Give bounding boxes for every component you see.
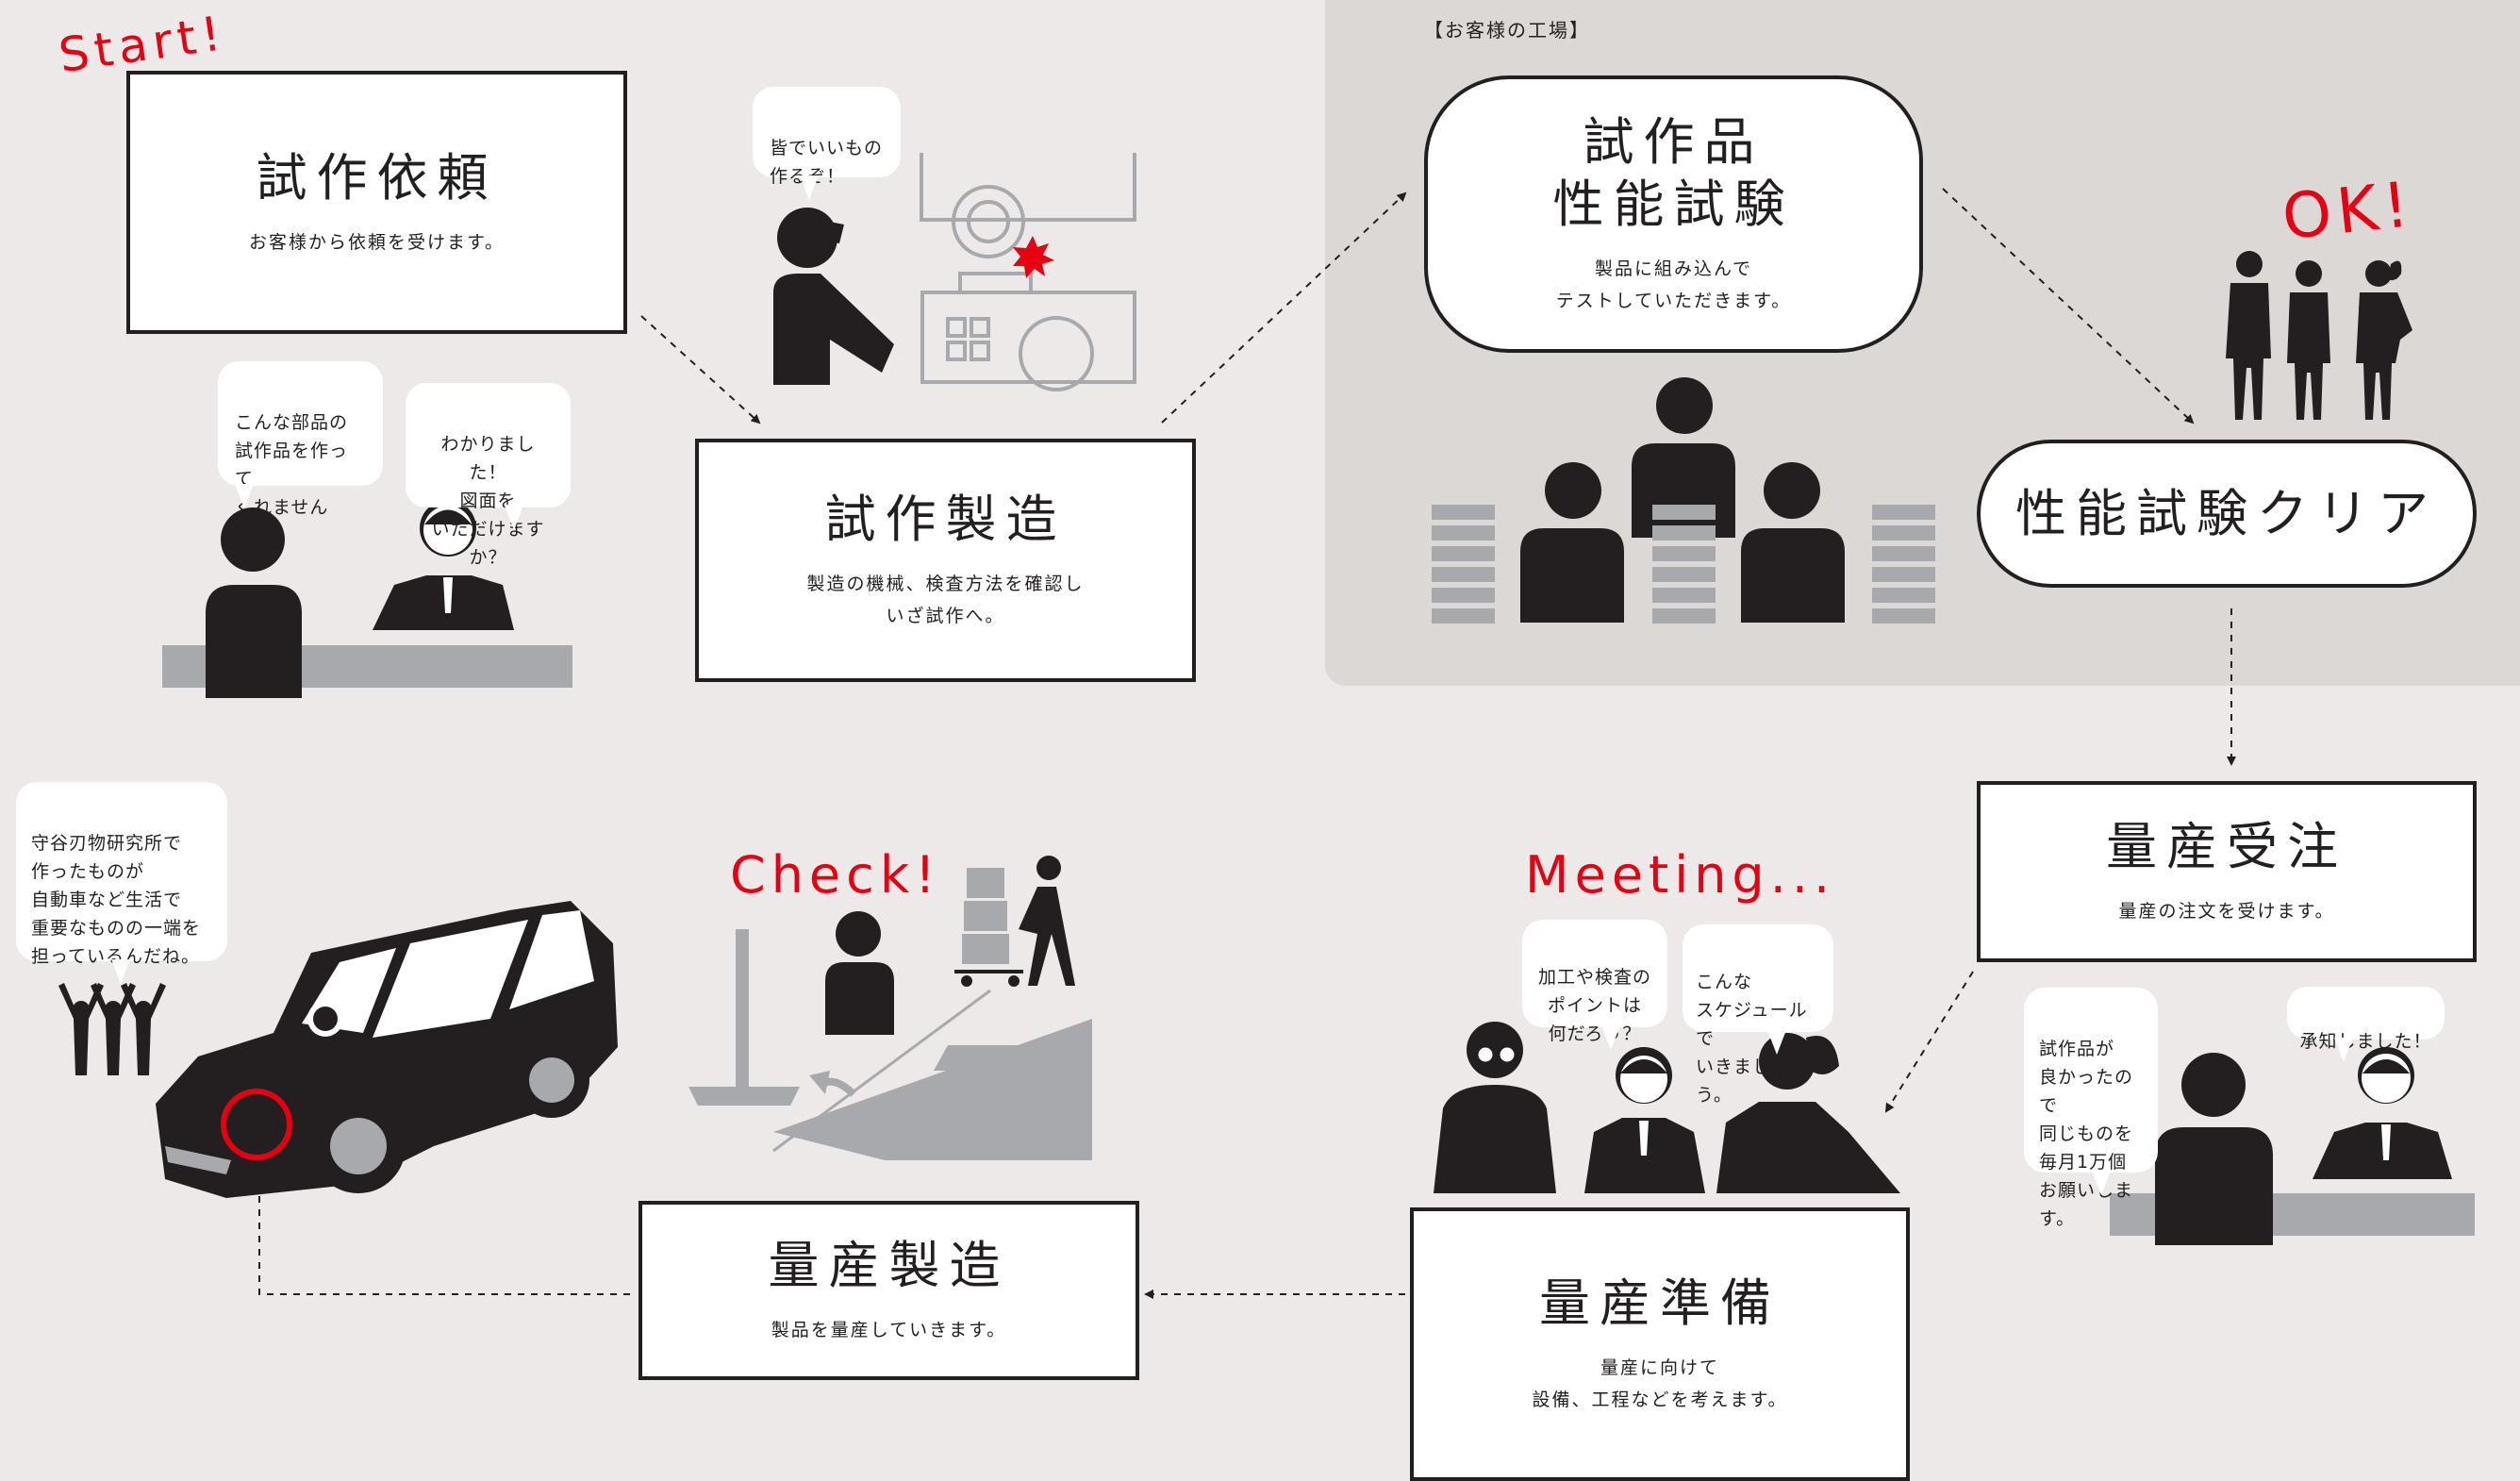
step-prototype-sub: 製造の機械、検査方法を確認し いざ試作へ。 (806, 574, 1085, 626)
prototype-machine-icon (773, 153, 1136, 391)
ok-engineers-icon (2226, 251, 2412, 420)
step-test: 試作品 性能試験 製品に組み込んで テストしていただきます。 (1424, 75, 1923, 353)
cheering-crowd-icon (58, 983, 166, 1075)
speech-bubble-crowd: 守谷刃物研究所で 作ったものが 自動車など生活で 重要なものの一端を 担っている… (16, 782, 227, 984)
step-order: 量産受注 量産の注文を受けます。 (1977, 781, 2477, 962)
speech-bubble-customer-request: こんな部品の 試作品を作って くれませんか？ (218, 361, 383, 546)
customer-factory-label: 【お客様の工場】 (1424, 19, 1590, 42)
speech-bubble-customer-order: 試作品が 良かったので 同じものを 毎月1万個 お願いします。 (2024, 988, 2158, 1229)
speech-bubble-text: 守谷刃物研究所で 作ったものが 自動車など生活で 重要なものの一端を 担っている… (31, 833, 202, 967)
arrow-mass-to-car (255, 1168, 630, 1295)
ok-label: OK! (2279, 167, 2418, 255)
arrow-order-to-prep (1884, 971, 1974, 1113)
speech-bubble-text: 加工や検査の ポイントは 何だろう？ (1537, 967, 1651, 1044)
step-test-sub: 製品に組み込んで テストしていただきます。 (1555, 258, 1792, 311)
step-prep-sub: 量産に向けて 設備、工程などを考えます。 (1532, 1357, 1788, 1410)
step-request: 試作依頼 お客様から依頼を受けます。 (126, 71, 627, 334)
arrow-prototype-to-test (1161, 191, 1407, 424)
step-clear-title: 性能試験クリア (2015, 483, 2438, 543)
speech-bubble-staff-reply: わかりました！ 図面を いただけますか？ (406, 383, 571, 568)
step-prototype: 試作製造 製造の機械、検査方法を確認し いざ試作へ。 (695, 439, 1196, 682)
step-mass-sub: 製品を量産していきます。 (771, 1320, 1007, 1340)
step-clear: 性能試験クリア (1977, 440, 2477, 588)
step-order-title: 量産受注 (2106, 817, 2347, 876)
speech-bubble-text: こんな スケジュールで いきましょう。 (1696, 972, 1808, 1106)
step-prototype-title: 試作製造 (824, 490, 1067, 549)
check-label: Check! (730, 845, 941, 905)
speech-bubble-worker: 皆でいいもの 作るぞ！ (753, 87, 901, 200)
step-mass-title: 量産製造 (768, 1236, 1010, 1295)
speech-bubble-text: 試作品が 良かったので 同じものを 毎月1万個 お願いします。 (2039, 1039, 2134, 1229)
step-test-title: 試作品 性能試験 (1552, 112, 1795, 234)
arrow-request-to-prototype (640, 315, 761, 424)
step-mass: 量産製造 製品を量産していきます。 (638, 1201, 1139, 1380)
mass-production-line-icon (688, 856, 1092, 1160)
arrow-test-to-clear (1942, 188, 2195, 424)
car-scene-icon (58, 901, 618, 1198)
order-meeting-icon (2110, 1047, 2475, 1245)
step-prep: 量産準備 量産に向けて 設備、工程などを考えます。 (1410, 1207, 1910, 1481)
speech-bubble-planner: こんな スケジュールで いきましょう。 (1683, 924, 1833, 1106)
step-prep-title: 量産準備 (1539, 1273, 1781, 1333)
meeting-team-icon (1434, 1022, 1900, 1193)
speech-bubble-text: こんな部品の 試作品を作って くれませんか？ (235, 412, 349, 546)
testing-team-icon (1432, 377, 1935, 624)
step-request-title: 試作依頼 (256, 147, 498, 208)
speech-bubble-text: 承知しました！ (2299, 1031, 2432, 1052)
request-meeting-icon (162, 500, 572, 698)
step-request-sub: お客様から依頼を受けます。 (248, 231, 506, 253)
step-order-sub: 量産の注文を受けます。 (2118, 901, 2335, 922)
meeting-label: Meeting... (1525, 845, 1836, 905)
flow-arrows (255, 188, 2236, 1299)
speech-bubble-engineer: 加工や検査の ポイントは 何だろう？ (1522, 920, 1667, 1050)
speech-bubble-staff-accept: 承知しました！ (2287, 987, 2445, 1062)
